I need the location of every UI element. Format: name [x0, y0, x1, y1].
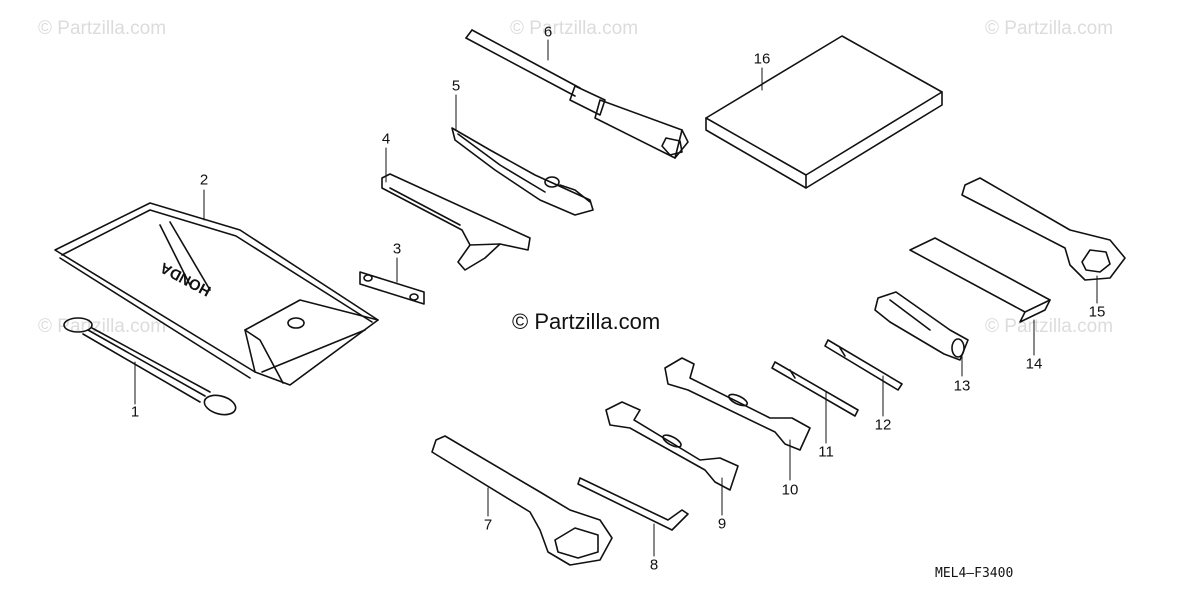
callout-8: 8	[649, 556, 659, 574]
part-4-pin-spanner	[381, 173, 531, 271]
part-10-open-wrench	[664, 357, 811, 451]
callout-13: 13	[953, 377, 971, 395]
part-8-hex-key	[577, 477, 689, 531]
part-1-cable	[63, 317, 237, 416]
part-11-screwdriver-bit	[771, 361, 859, 417]
callout-1: 1	[130, 403, 140, 421]
callout-9: 9	[717, 515, 727, 533]
callout-6: 6	[543, 23, 553, 41]
watermark-mid-right: © Partzilla.com	[985, 316, 1114, 337]
part-13-screwdriver-handle	[874, 291, 969, 361]
watermark-top-left: © Partzilla.com	[38, 18, 167, 39]
leader-lines	[134, 39, 1098, 557]
part-6-box-spanner	[465, 29, 689, 159]
watermark-center: © Partzilla.com	[512, 309, 661, 334]
part-15-ring-wrench	[961, 177, 1126, 281]
part-5-pliers	[451, 127, 594, 216]
callout-4: 4	[381, 130, 391, 148]
part-9-open-wrench	[605, 401, 739, 491]
watermark-top-right: © Partzilla.com	[985, 18, 1114, 39]
part-7-ring-spanner	[431, 435, 613, 566]
callout-14: 14	[1025, 355, 1043, 373]
part-2-tool-pouch	[54, 202, 379, 386]
callout-15: 15	[1088, 303, 1106, 321]
part-14-extension-bar	[909, 237, 1051, 323]
callout-12: 12	[874, 416, 892, 434]
callout-3: 3	[392, 240, 402, 258]
callout-10: 10	[781, 481, 799, 499]
part-16-manual	[705, 35, 943, 189]
callout-5: 5	[451, 77, 461, 95]
callout-16: 16	[753, 50, 771, 68]
part-3-plate	[359, 271, 425, 305]
watermark-mid-left: © Partzilla.com	[38, 316, 167, 337]
callout-11: 11	[818, 443, 834, 461]
diagram-code: MEL4—F3400	[935, 566, 1014, 581]
honda-brand-mark: HONDA	[157, 259, 214, 300]
callout-2: 2	[199, 171, 209, 189]
part-12-screwdriver-bit	[824, 339, 903, 391]
watermark-top-center: © Partzilla.com	[510, 18, 639, 39]
callout-7: 7	[483, 516, 493, 534]
